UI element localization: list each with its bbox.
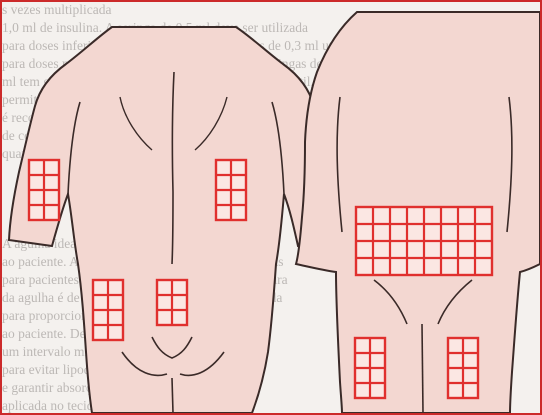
injection-site-abdomen bbox=[356, 207, 492, 275]
leg-split bbox=[172, 378, 173, 413]
injection-site-thigh-left bbox=[355, 338, 385, 398]
injection-site-buttock-right bbox=[157, 280, 187, 325]
injection-site-back-right-arm bbox=[216, 160, 246, 220]
inner-thigh-split bbox=[422, 324, 423, 413]
injection-site-thigh-right bbox=[448, 338, 478, 398]
injection-site-buttock-left bbox=[93, 280, 123, 340]
injection-site-back-left-arm bbox=[29, 160, 59, 220]
